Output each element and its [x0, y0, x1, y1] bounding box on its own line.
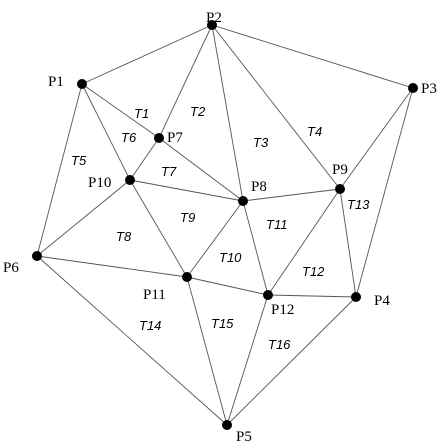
point-p1-marker — [77, 79, 87, 89]
point-p1-label: P1 — [48, 74, 64, 90]
point-p7-marker — [154, 133, 164, 143]
point-p11-label: P11 — [143, 287, 166, 303]
edge-p8-p9 — [242, 188, 341, 202]
edge-p2-p7 — [158, 24, 213, 139]
edge-p12-p5 — [226, 294, 269, 426]
edge-p11-p12 — [186, 276, 269, 296]
edge-p7-p8 — [158, 137, 244, 202]
point-p9-marker — [335, 184, 345, 194]
point-p11-marker — [182, 272, 192, 282]
triangle-t12-label: T12 — [302, 264, 325, 279]
edge-p11-p8 — [186, 200, 244, 278]
triangle-t7-label: T7 — [161, 164, 177, 179]
edge-p7-p1 — [81, 83, 160, 139]
triangle-t9-label: T9 — [180, 210, 195, 225]
edge-p10-p1 — [81, 83, 131, 181]
edge-p1-p2 — [81, 24, 213, 85]
triangle-t4-label: T4 — [307, 124, 322, 139]
point-p3-label: P3 — [421, 81, 437, 97]
edge-p4-p9 — [339, 188, 357, 298]
point-p10-label: P10 — [88, 175, 111, 191]
edge-p2-p3 — [211, 24, 414, 89]
point-p5-label: P5 — [236, 429, 252, 441]
edge-p3-p9 — [339, 87, 414, 190]
triangle-t16-label: T16 — [268, 337, 291, 352]
triangle-t15-label: T15 — [211, 316, 234, 331]
point-p3-marker — [408, 83, 418, 93]
edge-p8-p2 — [211, 24, 244, 202]
edge-p1-p6 — [36, 83, 83, 257]
edge-p11-p6 — [36, 255, 188, 278]
point-p8-label: P8 — [251, 179, 267, 195]
triangle-t6-label: T6 — [121, 130, 137, 145]
point-p6-label: P6 — [3, 260, 19, 276]
point-p2-marker — [207, 20, 217, 30]
triangle-t10-label: T10 — [219, 250, 242, 265]
triangle-t3-label: T3 — [253, 135, 269, 150]
point-p12-label: P12 — [271, 302, 294, 318]
point-p4-label: P4 — [374, 293, 390, 309]
point-p10-marker — [125, 175, 135, 185]
edge-p10-p11 — [129, 179, 188, 278]
point-p9-label: P9 — [332, 162, 348, 178]
point-p8-marker — [238, 196, 248, 206]
edge-layer — [36, 24, 414, 426]
edge-p12-p8 — [242, 200, 269, 296]
point-p5-marker — [222, 420, 232, 430]
edge-p4-p3 — [355, 87, 414, 298]
point-p2-label: P2 — [206, 10, 222, 26]
edge-p11-p5 — [186, 276, 228, 426]
triangle-t8-label: T8 — [116, 229, 132, 244]
edge-p8-p10 — [129, 179, 244, 202]
triangle-t14-label: T14 — [139, 318, 161, 333]
edge-p9-p2 — [211, 24, 341, 190]
edge-p5-p6 — [36, 255, 228, 426]
triangle-t13-label: T13 — [347, 197, 370, 212]
triangle-t2-label: T2 — [190, 104, 206, 119]
edge-p7-p10 — [129, 137, 160, 181]
triangle-t5-label: T5 — [71, 153, 87, 168]
point-p6-marker — [32, 251, 42, 261]
edge-p4-p5 — [226, 296, 357, 426]
node-layer — [32, 20, 418, 430]
point-p12-marker — [263, 290, 273, 300]
edge-p12-p4 — [267, 294, 357, 298]
point-p4-marker — [351, 292, 361, 302]
edge-p6-p10 — [36, 179, 131, 257]
triangle-t1-label: T1 — [134, 106, 149, 121]
triangle-t11-label: T11 — [266, 217, 287, 232]
edge-p9-p12 — [267, 188, 341, 296]
point-p7-label: P7 — [167, 130, 183, 146]
